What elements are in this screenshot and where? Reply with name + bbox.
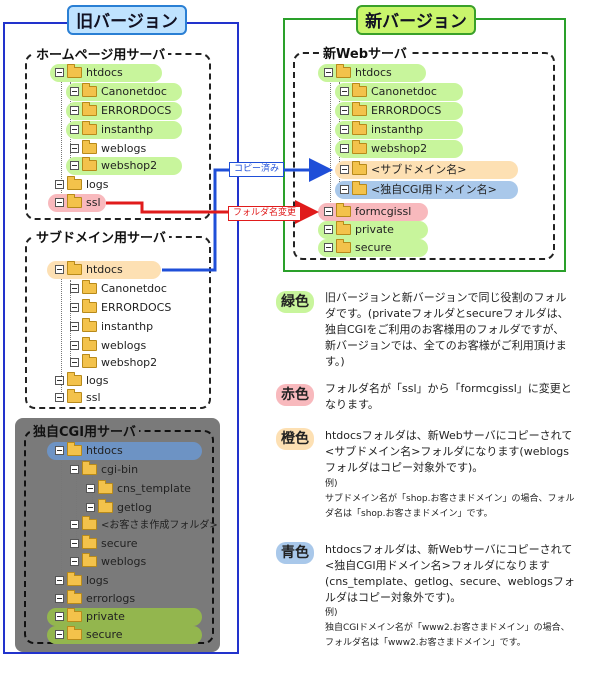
old-cgi-htdocs[interactable]: htdocs: [55, 441, 123, 460]
legend-red-text: フォルダ名が「ssl」から「formcgissl」に変更となります。: [325, 382, 572, 411]
old-hp-canonetdoc[interactable]: Canonetdoc: [70, 82, 167, 101]
old-cgi-getlog[interactable]: getlog: [86, 498, 152, 517]
old-hp-logs[interactable]: logs: [55, 175, 109, 194]
legend-orange-text: htdocsフォルダは、新Webサーバにコピーされて<サブドメイン名>フォルダに…: [325, 429, 573, 474]
old-cgi-cgibin[interactable]: cgi-bin: [70, 460, 138, 479]
cgi-server-title: 独自CGI用サーバ: [30, 421, 139, 440]
folder-icon: [67, 63, 82, 78]
new-cgi-domain-folder[interactable]: <独自CGI用ドメイン名>: [340, 180, 497, 199]
folder-icon: [67, 371, 82, 386]
new-subdomain-folder[interactable]: <サブドメイン名>: [340, 160, 466, 179]
new-version-badge: 新バージョン: [356, 5, 476, 35]
old-hp-ssl[interactable]: ssl: [55, 193, 101, 212]
old-sub-canonetdoc[interactable]: Canonetdoc: [70, 279, 167, 298]
new-webshop2[interactable]: webshop2: [340, 139, 427, 158]
folder-icon: [352, 160, 367, 175]
folder-icon: [82, 82, 97, 97]
folder-icon: [67, 607, 82, 622]
legend-orange-example-label: 例): [325, 479, 338, 489]
old-hp-htdocs[interactable]: htdocs: [55, 63, 123, 82]
folder-icon: [82, 101, 97, 116]
folder-icon: [336, 63, 351, 78]
old-sub-instanthp[interactable]: instanthp: [70, 317, 153, 336]
folder-icon: [67, 260, 82, 275]
old-sub-weblogs[interactable]: weblogs: [70, 336, 146, 355]
old-cgi-custom-folder[interactable]: <お客さま作成フォルダ>: [70, 515, 218, 535]
new-canonetdoc[interactable]: Canonetdoc: [340, 82, 437, 101]
folder-icon: [82, 353, 97, 368]
folder-icon: [98, 498, 113, 513]
old-sub-webshop2[interactable]: webshop2: [70, 353, 157, 372]
legend-blue-text: htdocsフォルダは、新Webサーバにコピーされて<独自CGI用ドメイン名>フ…: [325, 543, 575, 604]
new-htdocs[interactable]: htdocs: [324, 63, 392, 82]
folder-icon: [67, 175, 82, 190]
new-web-server-title: 新Webサーバ: [320, 43, 410, 62]
old-cgi-secure[interactable]: secure: [55, 625, 123, 644]
old-cgi-logs[interactable]: logs: [55, 571, 109, 590]
folder-icon: [67, 571, 82, 586]
folder-icon: [82, 120, 97, 135]
old-cgi-cns-template[interactable]: cns_template: [86, 479, 191, 498]
folder-icon: [352, 139, 367, 154]
folder-icon: [336, 202, 351, 217]
folder-icon: [98, 479, 113, 494]
legend-green-chip: 緑色: [276, 291, 314, 313]
folder-icon: [336, 238, 351, 253]
folder-icon: [82, 279, 97, 294]
old-cgi-weblogs[interactable]: weblogs: [70, 552, 146, 571]
new-private[interactable]: private: [324, 220, 394, 239]
folder-icon: [82, 552, 97, 567]
subdomain-server-title: サブドメイン用サーバ: [33, 227, 169, 246]
homepage-server-title: ホームページ用サーバ: [33, 44, 169, 63]
old-cgi-private[interactable]: private: [55, 607, 125, 626]
folder-icon: [82, 336, 97, 351]
folder-icon: [82, 139, 97, 154]
folder-icon: [352, 82, 367, 97]
legend-blue-example-label: 例): [325, 608, 338, 618]
new-errordocs[interactable]: ERRORDOCS: [340, 101, 441, 120]
legend-orange-example: サブドメイン名が「shop.お客さまドメイン」の場合、フォルダ名は「shop.お…: [325, 494, 575, 519]
folder-icon: [82, 534, 97, 549]
old-sub-htdocs[interactable]: htdocs: [55, 260, 123, 279]
old-cgi-secure-sub[interactable]: secure: [70, 534, 138, 553]
folder-icon: [352, 101, 367, 116]
old-hp-weblogs[interactable]: weblogs: [70, 139, 146, 158]
old-hp-instanthp[interactable]: instanthp: [70, 120, 153, 139]
old-sub-ssl[interactable]: ssl: [55, 388, 101, 407]
new-secure[interactable]: secure: [324, 238, 392, 257]
old-hp-errordocs[interactable]: ERRORDOCS: [70, 101, 171, 120]
folder-icon: [82, 298, 97, 313]
new-formcgissl[interactable]: formcgissl: [324, 202, 411, 221]
old-version-badge: 旧バージョン: [67, 5, 187, 35]
old-cgi-errorlogs[interactable]: errorlogs: [55, 589, 135, 608]
folder-icon: [67, 625, 82, 640]
legend-green-text: 旧バージョンと新バージョンで同じ役割のフォルダです。(privateフォルダとs…: [325, 291, 569, 368]
folder-icon: [352, 120, 367, 135]
old-sub-logs[interactable]: logs: [55, 371, 109, 390]
folder-icon: [67, 388, 82, 403]
legend-blue-example: 独自CGIドメイン名が「www2.お客さまドメイン」の場合、フォルダ名は「www…: [325, 623, 570, 648]
legend-blue-chip: 青色: [276, 542, 314, 564]
rename-label: フォルダ名変更: [228, 206, 302, 221]
old-sub-errordocs[interactable]: ERRORDOCS: [70, 298, 171, 317]
legend-red-chip: 赤色: [276, 384, 314, 406]
folder-icon: [67, 441, 82, 456]
folder-icon: [336, 220, 351, 235]
folder-icon: [67, 589, 82, 604]
old-hp-webshop2[interactable]: webshop2: [70, 156, 157, 175]
copy-done-label: コピー済み: [229, 162, 285, 177]
folder-icon: [82, 515, 97, 530]
new-web-server-group: [293, 52, 555, 260]
folder-icon: [82, 317, 97, 332]
new-instanthp[interactable]: instanthp: [340, 120, 423, 139]
folder-icon: [352, 180, 367, 195]
folder-icon: [82, 460, 97, 475]
legend-orange-chip: 橙色: [276, 428, 314, 450]
folder-icon: [82, 156, 97, 171]
folder-icon: [67, 193, 82, 208]
